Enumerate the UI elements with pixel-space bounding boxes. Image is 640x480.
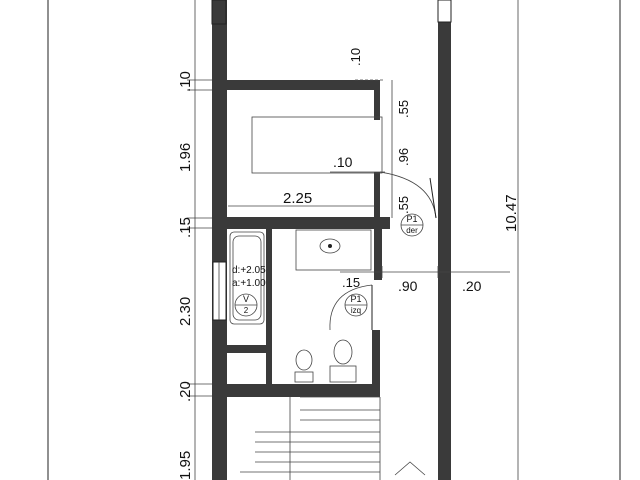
- room-upper-bottom-wall: [226, 217, 390, 229]
- door-swing-left: [329, 284, 373, 331]
- window-note-0: d:+2.05: [232, 265, 266, 276]
- right-exterior-wall: [438, 0, 451, 480]
- dim-left-3: 2.30: [177, 297, 194, 326]
- bath-bottom-wall: [226, 384, 380, 397]
- bed-outline: [251, 116, 383, 174]
- room-upper-top-wall: [226, 80, 378, 90]
- door-tag-right: P1 der: [400, 213, 424, 237]
- door-tag-right-side: der: [406, 226, 418, 235]
- window-note-1: a:+1.00: [232, 278, 266, 289]
- dim-left-2: .15: [177, 217, 194, 238]
- door-tag-right-code: P1: [406, 214, 417, 224]
- sink-basin: [319, 238, 341, 254]
- bathtub-inner: [232, 235, 262, 321]
- dim-left-5: 1.95: [177, 451, 194, 480]
- door-tag-left-code: P1: [350, 294, 361, 304]
- sink-counter: [295, 229, 372, 271]
- room-upper-right-wall: [374, 80, 380, 120]
- room-upper-right-wall-lower: [374, 172, 380, 218]
- window-tag-code: V: [243, 294, 249, 304]
- wall-top-stub: [211, 0, 227, 25]
- bath-partition-vertical: [266, 228, 272, 385]
- dim-inner-top: .10: [348, 48, 363, 66]
- dim-overall-height: 10.47: [503, 194, 520, 232]
- sink-drain: [328, 244, 332, 248]
- dim-right-inner-0: .55: [396, 100, 411, 118]
- dim-door-width: .90: [398, 278, 418, 294]
- dim-bottom-small: .15: [342, 275, 360, 290]
- door-tag-left: P1 izq: [344, 293, 368, 317]
- toilet-tank: [294, 371, 314, 383]
- dim-left-1: 1.96: [177, 143, 194, 172]
- door-leaf-right: [429, 177, 437, 219]
- bath-right-wall-lower: [372, 330, 380, 385]
- left-exterior-wall: [212, 0, 227, 480]
- dim-right-inner-1: .96: [396, 148, 411, 166]
- dim-inner-mid: .10: [333, 154, 353, 170]
- dim-left-0: .10: [177, 71, 194, 92]
- bidet-base: [329, 365, 357, 383]
- bath-right-wall: [374, 228, 382, 280]
- window-tag: V 2: [234, 293, 258, 317]
- stair-arrow: [394, 461, 426, 476]
- bathtub: [229, 231, 265, 325]
- dim-right-wall: .20: [462, 278, 482, 294]
- window-frame: [212, 261, 227, 321]
- bidet-bowl: [333, 339, 353, 365]
- bath-partition: [226, 345, 272, 353]
- window-tag-num: 2: [244, 306, 249, 315]
- dim-left-4: .20: [177, 381, 194, 402]
- toilet-bowl: [295, 349, 313, 371]
- dim-width-room: 2.25: [283, 190, 312, 207]
- wall-top-stub-right: [437, 0, 452, 23]
- dim-right-inner-2: .55: [396, 196, 411, 214]
- door-tag-left-side: izq: [351, 306, 361, 315]
